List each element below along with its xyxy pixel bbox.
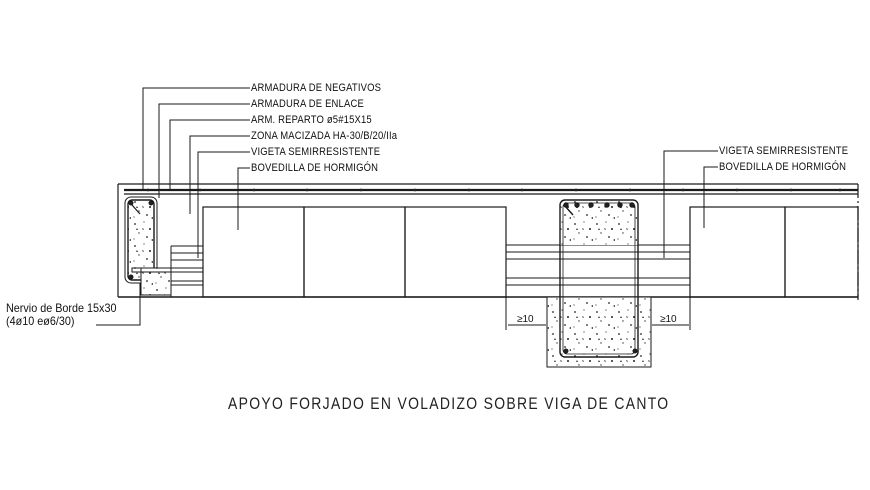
drawing-title: APOYO FORJADO EN VOLADIZO SOBRE VIGA DE …: [228, 394, 670, 413]
label-arm-reparto: ARM. REPARTO ø5#15X15: [251, 114, 372, 126]
label-bovedilla-right: BOVEDILLA DE HORMIGÓN: [719, 161, 847, 173]
deep-beam: [505, 199, 691, 368]
label-vigeta-right: VIGETA SEMIRRESISTENTE: [719, 145, 849, 157]
label-zona-macizada: ZONA MACIZADA HA-30/B/20/IIa: [251, 130, 398, 142]
edge-rib-note-line1: Nervio de Borde 15x30: [6, 301, 117, 315]
hollow-blocks-right: [689, 206, 859, 298]
leader-lines-right: [663, 150, 718, 258]
top-rebar-dots: [146, 188, 842, 192]
dimension-left: ≥10: [517, 314, 534, 325]
hollow-blocks-left: [202, 206, 507, 298]
edge-rib: [124, 196, 204, 296]
edge-rib-note-line2: (4ø10 eø6/30): [6, 314, 75, 328]
label-vigeta-left: VIGETA SEMIRRESISTENTE: [251, 146, 381, 158]
slab: [117, 183, 859, 300]
label-armadura-enlace: ARMADURA DE ENLACE: [251, 98, 364, 110]
dimension-right: ≥10: [660, 314, 677, 325]
label-bovedilla-left: BOVEDILLA DE HORMIGÓN: [251, 162, 379, 174]
leader-lines-left: [96, 87, 250, 326]
label-armadura-negativos: ARMADURA DE NEGATIVOS: [251, 82, 382, 94]
middle-joist: [506, 244, 690, 286]
